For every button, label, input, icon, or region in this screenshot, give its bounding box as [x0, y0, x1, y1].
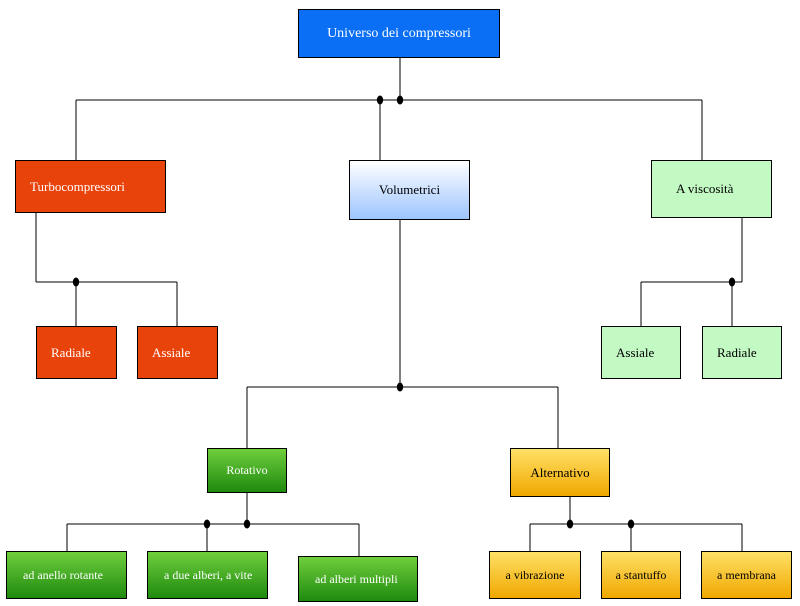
- turbocompressori-node: Turbocompressori: [15, 160, 166, 213]
- a-vibrazione-node: a vibrazione: [489, 551, 581, 599]
- ad-anello-rotante-node: ad anello rotante: [6, 551, 127, 599]
- turbo-assiale-node: Assiale: [137, 326, 218, 379]
- junction-dot: [728, 277, 736, 287]
- junction-dot: [376, 95, 384, 105]
- rotativo-node: Rotativo: [207, 448, 287, 493]
- junction-dot: [203, 519, 211, 529]
- alternativo-node: Alternativo: [510, 448, 610, 497]
- ad-alberi-multipli-node: ad alberi multipli: [298, 556, 418, 602]
- root-node: Universo dei compressori: [298, 9, 500, 58]
- viscosita-assiale-node: Assiale: [601, 326, 681, 379]
- volumetrici-node: Volumetrici: [349, 160, 470, 220]
- junction-dot: [627, 519, 635, 529]
- turbo-radiale-node: Radiale: [36, 326, 117, 379]
- junction-dot: [72, 277, 80, 287]
- junction-dot: [566, 519, 574, 529]
- junction-dot: [243, 519, 251, 529]
- viscosita-node: A viscosità: [651, 160, 772, 218]
- a-stantuffo-node: a stantuffo: [601, 551, 681, 599]
- a-membrana-node: a membrana: [701, 551, 792, 599]
- junction-dot: [396, 95, 404, 105]
- a-due-alberi-vite-node: a due alberi, a vite: [147, 551, 268, 599]
- junction-dot: [396, 382, 404, 392]
- viscosita-radiale-node: Radiale: [702, 326, 782, 379]
